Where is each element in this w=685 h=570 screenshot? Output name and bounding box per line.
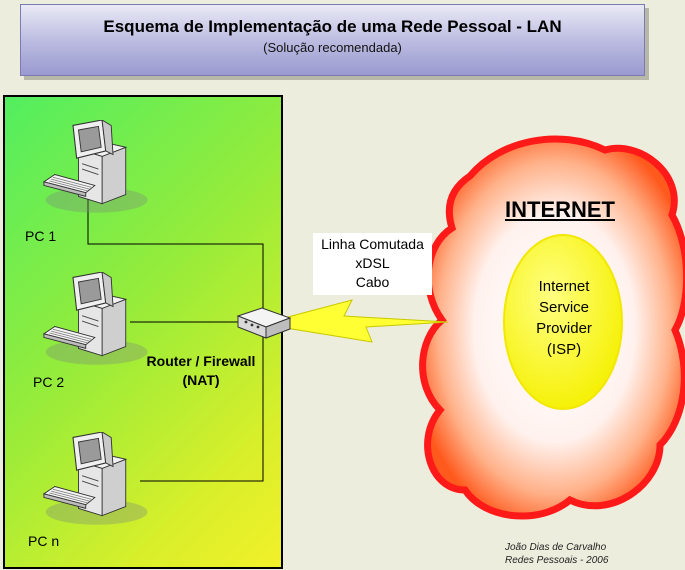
pc2-desktop-computer-icon xyxy=(43,272,148,366)
connection-type-dialup: Linha Comutada xyxy=(321,236,424,252)
lightning-bolt-icon xyxy=(283,299,449,343)
page-subtitle: (Solução recomendada) xyxy=(263,40,402,55)
isp-ellipse xyxy=(503,234,623,410)
pc1-label: PC 1 xyxy=(25,228,57,244)
connection-types-box: Linha Comutada xDSL Cabo xyxy=(313,233,432,295)
credit: João Dias de Carvalho Redes Pessoais - 2… xyxy=(505,541,685,567)
isp-line3: Provider xyxy=(536,320,592,337)
router-icon xyxy=(236,307,292,339)
connection-type-cable: Cabo xyxy=(355,274,390,290)
pcn-label: PC n xyxy=(28,533,60,549)
router-label-line2: (NAT) xyxy=(182,372,220,388)
connection-type-xdsl: xDSL xyxy=(355,255,390,271)
pc2-label: PC 2 xyxy=(33,374,65,390)
router-label: Router / Firewall (NAT) xyxy=(135,352,267,390)
cable-pc1-pcn xyxy=(87,190,264,482)
credit-course: Redes Pessoais - 2006 xyxy=(505,555,609,566)
pc1-desktop-computer-icon xyxy=(43,120,148,214)
internet-cloud xyxy=(419,135,685,520)
internet-label: INTERNET xyxy=(505,197,615,222)
isp-line2: Service xyxy=(538,299,590,316)
isp-line1: Internet xyxy=(538,278,590,295)
pcn-desktop-computer-icon xyxy=(43,432,148,526)
isp-line4: (ISP) xyxy=(546,341,582,358)
page-title: Esquema de Implementação de uma Rede Pes… xyxy=(103,17,562,36)
router-label-line1: Router / Firewall xyxy=(146,353,256,369)
title-banner: Esquema de Implementação de uma Rede Pes… xyxy=(20,4,645,76)
isp-label: Internet Service Provider (ISP) xyxy=(500,276,628,360)
credit-author: João Dias de Carvalho xyxy=(505,542,607,553)
